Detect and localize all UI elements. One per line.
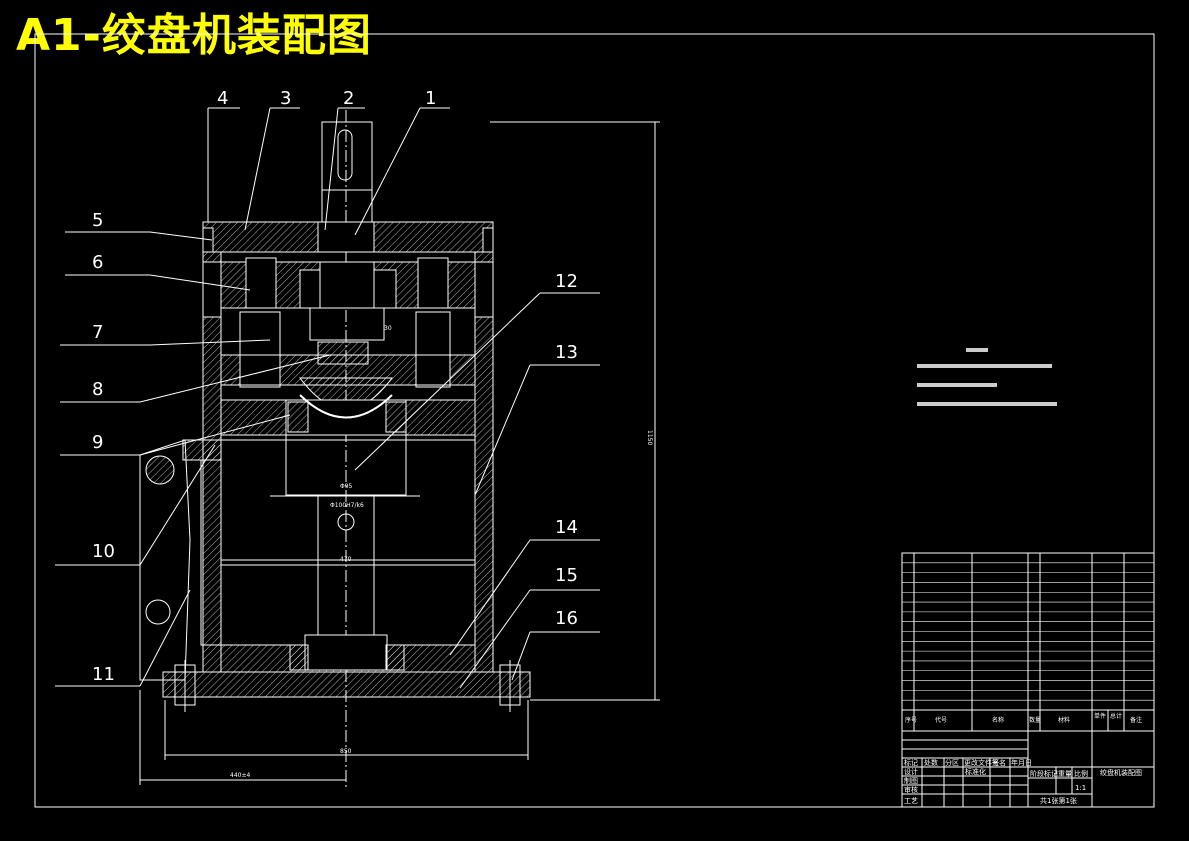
pl-header-note: 备注	[1130, 716, 1142, 724]
pl-header-qty: 数量	[1029, 716, 1041, 724]
parts-list: 序号 代号 名称 数量 材料 单件 总计 备注	[901, 552, 1155, 732]
callout-6: 6	[92, 252, 103, 273]
callout-13: 13	[555, 342, 578, 363]
callout-10: 10	[92, 541, 115, 562]
callout-4: 4	[217, 88, 228, 109]
pl-header-total: 总计	[1110, 712, 1122, 720]
tb-header-count: 处数	[924, 758, 938, 767]
pl-header-no: 序号	[905, 716, 917, 724]
callout-16: 16	[555, 608, 578, 629]
tb-row-process: 工艺	[904, 797, 918, 805]
tb-header-doc: 更改文件号	[964, 758, 999, 767]
tb-stage-label: 阶段标记	[1030, 769, 1058, 778]
callout-7: 7	[92, 322, 103, 343]
callout-2: 2	[343, 88, 354, 109]
tb-row-draw: 制图	[904, 776, 918, 785]
pl-header-code: 代号	[935, 716, 947, 724]
tb-row-check: 审核	[904, 785, 918, 794]
tb-header-zone: 分区	[945, 758, 959, 767]
technical-notes	[917, 348, 1057, 406]
callout-12: 12	[555, 271, 578, 292]
sheet-title: A1-绞盘机装配图	[16, 10, 372, 61]
callout-3: 3	[280, 88, 291, 109]
tb-weight-label: 重量	[1058, 770, 1072, 778]
tb-scale: 1:1	[1075, 784, 1086, 792]
svg-text:30: 30	[384, 325, 392, 332]
callout-1: 1	[425, 88, 436, 109]
tb-std: 标准化	[965, 767, 986, 776]
callout-8: 8	[92, 379, 103, 400]
pl-header-material: 材料	[1058, 716, 1070, 724]
callout-5: 5	[92, 210, 103, 231]
pl-header-unit: 单件	[1094, 712, 1106, 720]
svg-text:Φ95: Φ95	[340, 483, 353, 490]
svg-text:Φ100H7/k6: Φ100H7/k6	[330, 502, 364, 509]
tb-drawing-name: 绞盘机装配图	[1100, 768, 1142, 777]
svg-text:470: 470	[340, 556, 352, 563]
title-block: 标记 处数 分区 更改文件号 签名 年月日 设计 标准化 制图 审核 工艺 阶段…	[901, 730, 1155, 808]
svg-text:440±4: 440±4	[230, 772, 250, 779]
tb-ratio-label: 比例	[1074, 769, 1088, 778]
tb-header-sign: 签名	[992, 758, 1006, 767]
callout-14: 14	[555, 517, 578, 538]
callout-11: 11	[92, 664, 115, 685]
assembly-view: 850 440±4 470 Φ95 Φ100H7/k6 30 1150	[139, 110, 660, 790]
callouts: 1 2 3 4 5 6 7 8 9 10 11 12 13 14 15 16	[55, 88, 600, 689]
svg-text:850: 850	[340, 748, 352, 755]
tb-header-date: 年月日	[1011, 758, 1032, 767]
tb-header-mark: 标记	[904, 758, 918, 767]
callout-15: 15	[555, 565, 578, 586]
svg-text:1150: 1150	[646, 430, 653, 445]
callout-9: 9	[92, 432, 103, 453]
tb-row-design: 设计	[904, 767, 918, 776]
pl-header-name: 名称	[992, 716, 1004, 724]
tb-sheet-info: 共1张第1张	[1040, 796, 1077, 805]
drawing-frame	[34, 33, 1155, 808]
